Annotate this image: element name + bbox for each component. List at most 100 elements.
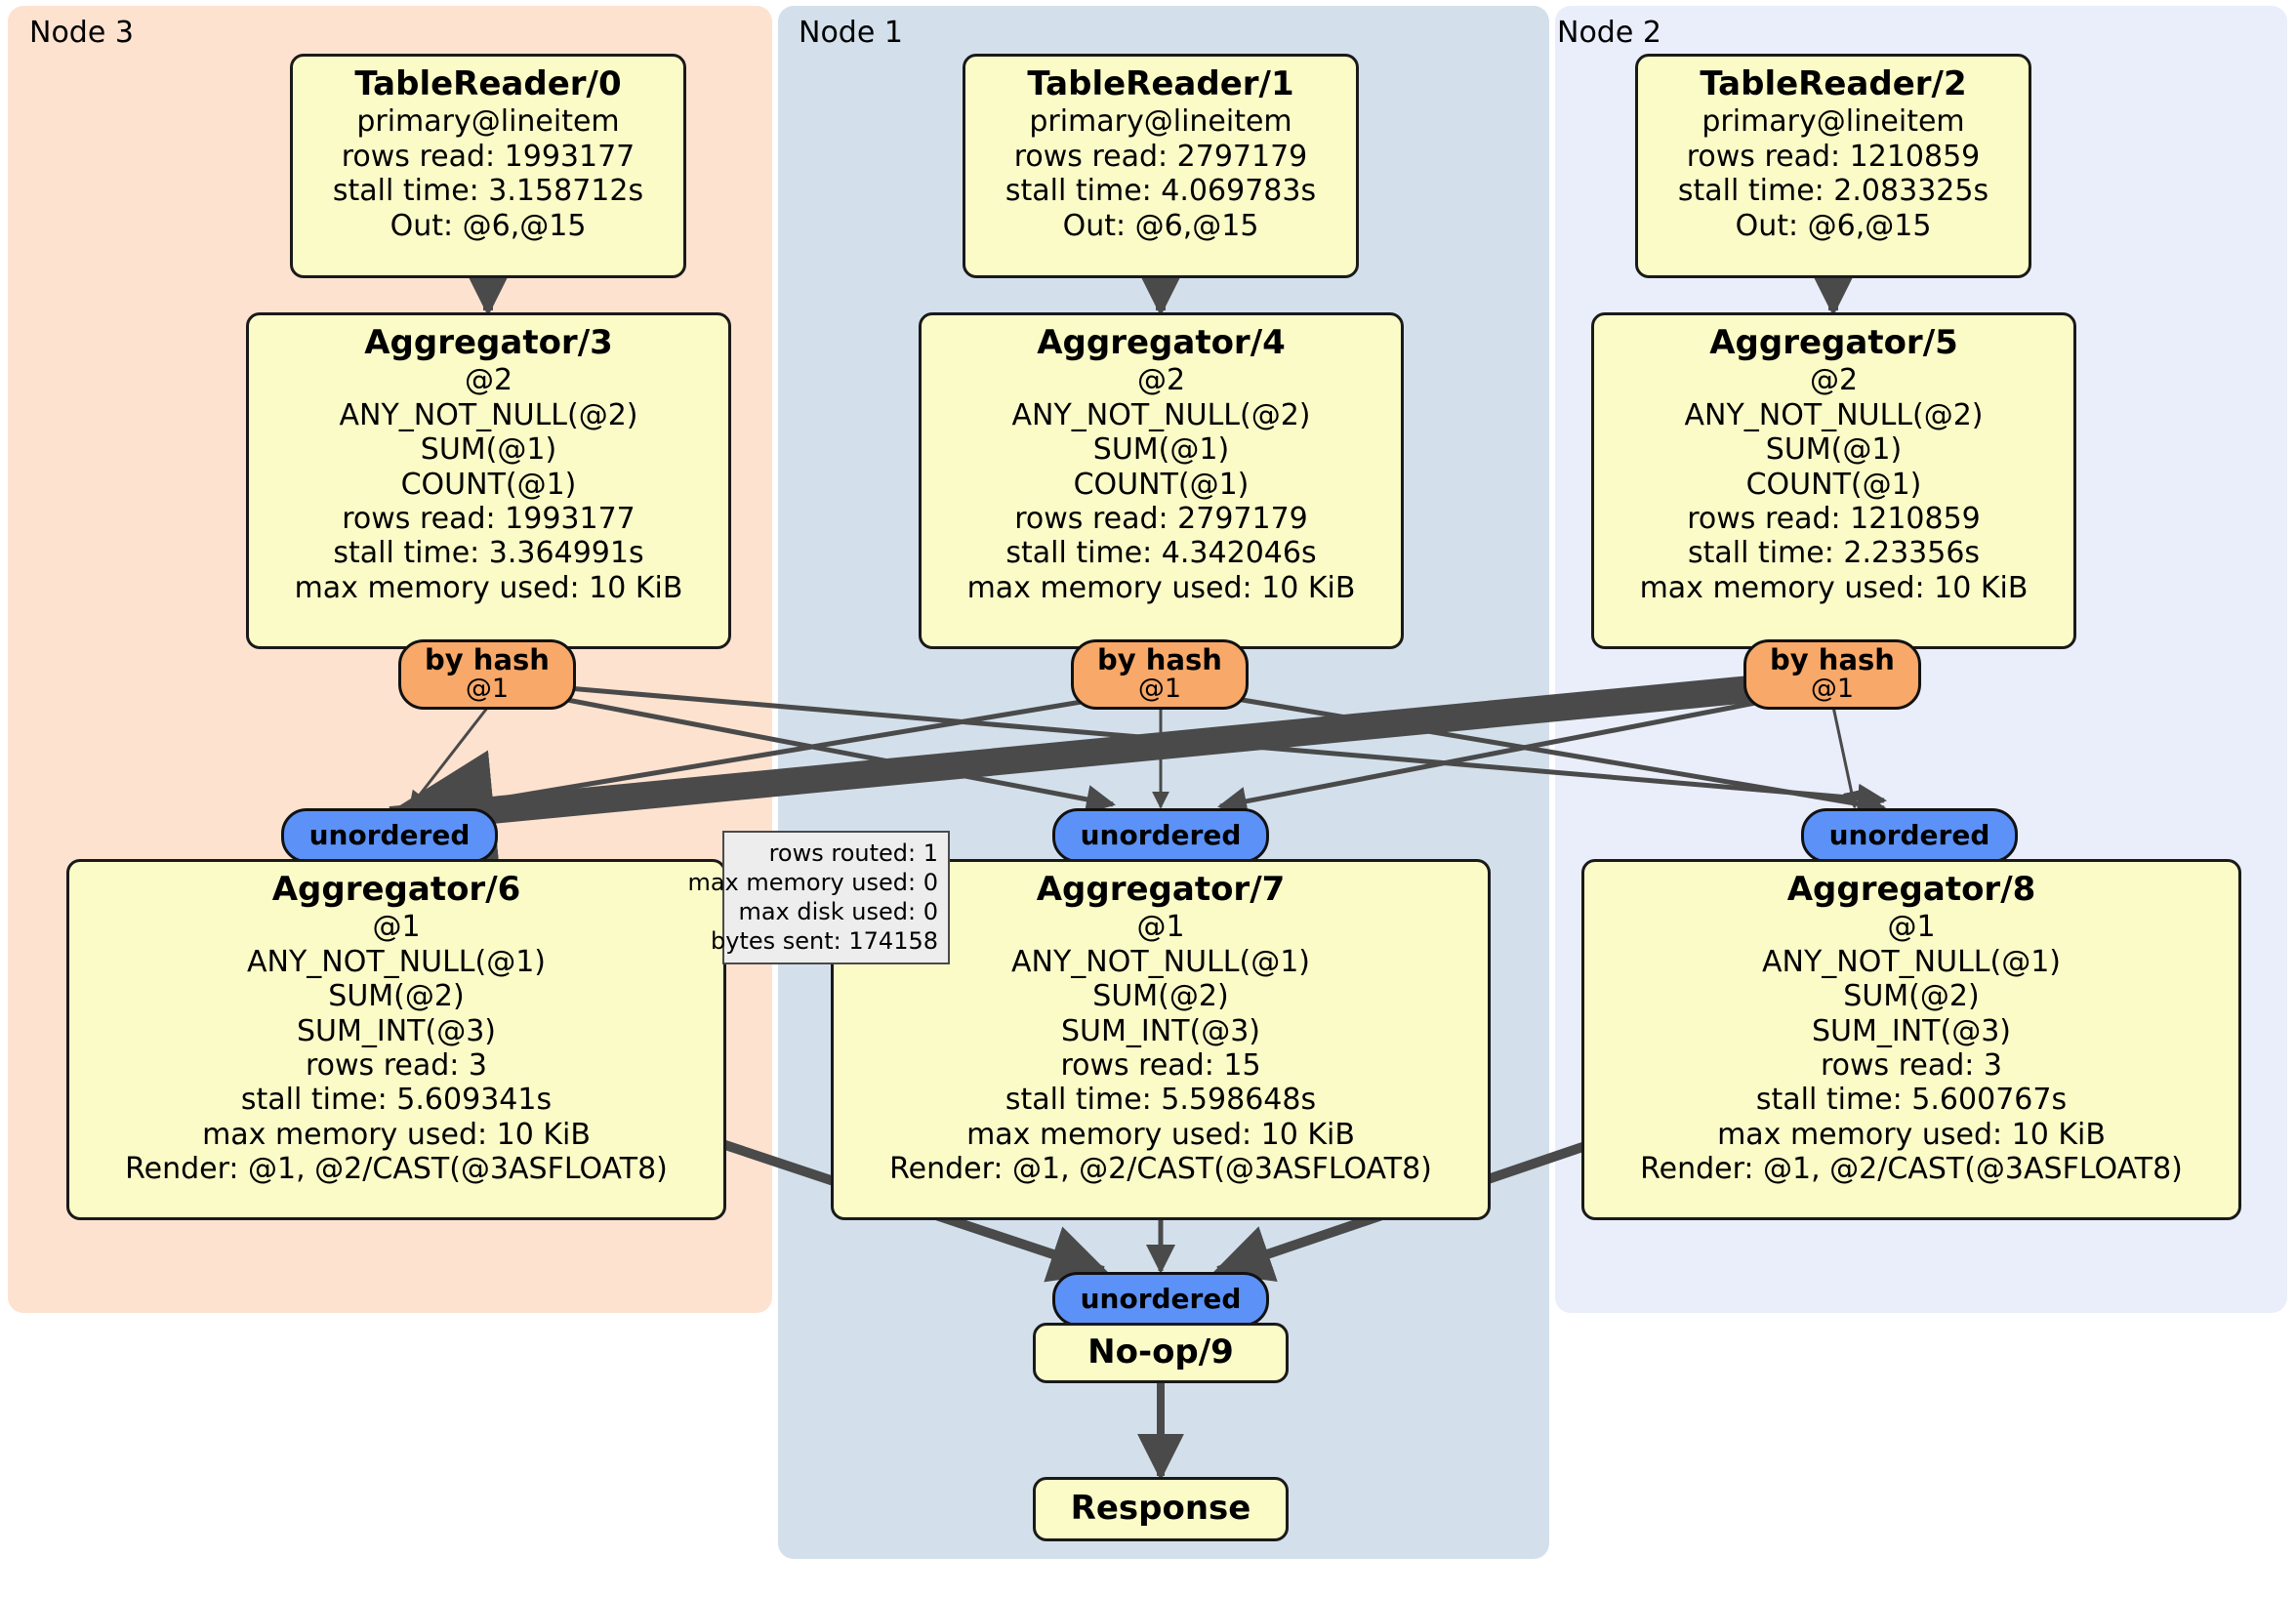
cluster-node-2-label: Node 2: [1557, 16, 1661, 50]
cluster-node-3-label: Node 3: [29, 16, 134, 50]
router-label: by hash: [1097, 643, 1222, 677]
processor-line: SUM(@2): [328, 979, 465, 1014]
processor-line: SUM_INT(@3): [1812, 1013, 2011, 1048]
processor-line: primary@lineitem: [356, 104, 620, 140]
processor-title: TableReader/0: [354, 64, 622, 103]
processor-line: SUM(@1): [420, 432, 557, 468]
processor-title: TableReader/1: [1027, 64, 1294, 103]
processor-tablereader-2[interactable]: TableReader/2 primary@lineitem rows read…: [1635, 54, 2031, 278]
processor-line: rows read: 1210859: [1687, 502, 1981, 536]
processor-aggregator-8[interactable]: Aggregator/8 @1 ANY_NOT_NULL(@1) SUM(@2)…: [1581, 859, 2241, 1220]
processor-line: max memory used: 10 KiB: [294, 570, 683, 605]
processor-line: Out: @6,@15: [1735, 208, 1932, 243]
router-by-hash-aggregator-5[interactable]: by hash @1: [1743, 639, 1921, 710]
processor-line: SUM(@2): [1092, 979, 1229, 1014]
processor-line: rows read: 15: [1060, 1048, 1261, 1083]
processor-line: stall time: 2.23356s: [1687, 536, 1981, 571]
processor-line: ANY_NOT_NULL(@2): [339, 397, 638, 432]
processor-line: stall time: 5.598648s: [1004, 1083, 1317, 1118]
processor-line: rows read: 1993177: [341, 139, 636, 174]
router-column: @1: [465, 674, 510, 705]
synchronizer-unordered-noop-9[interactable]: unordered: [1052, 1272, 1269, 1327]
processor-line: primary@lineitem: [1029, 104, 1292, 140]
stats-line: bytes sent: 174158: [711, 927, 938, 955]
processor-line: Out: @6,@15: [1062, 208, 1259, 243]
processor-response[interactable]: Response: [1033, 1477, 1289, 1541]
processor-aggregator-6[interactable]: Aggregator/6 @1 ANY_NOT_NULL(@1) SUM(@2)…: [66, 859, 726, 1220]
processor-line: stall time: 2.083325s: [1677, 174, 1989, 209]
processor-line: ANY_NOT_NULL(@2): [1684, 397, 1984, 432]
processor-line: Out: @6,@15: [390, 208, 587, 243]
synchronizer-unordered-aggregator-6[interactable]: unordered: [281, 808, 498, 863]
processor-line: COUNT(@1): [400, 467, 577, 502]
stats-line: max disk used: 0: [738, 898, 938, 925]
processor-line: stall time: 5.609341s: [240, 1083, 553, 1118]
processor-line: @2: [1809, 363, 1859, 398]
cluster-node-1-label: Node 1: [799, 16, 903, 50]
processor-line: max memory used: 10 KiB: [1639, 570, 2029, 605]
router-label: by hash: [425, 643, 550, 677]
processor-title: Aggregator/7: [1036, 870, 1286, 909]
synchronizer-label: unordered: [308, 819, 471, 851]
processor-noop-9[interactable]: No-op/9: [1033, 1323, 1289, 1383]
processor-title: Response: [1070, 1489, 1251, 1529]
router-column: @1: [1810, 674, 1855, 705]
processor-title: TableReader/2: [1700, 64, 1967, 103]
processor-line: stall time: 5.600767s: [1755, 1083, 2068, 1118]
processor-line: SUM(@1): [1765, 432, 1903, 468]
processor-line: ANY_NOT_NULL(@1): [1011, 944, 1310, 979]
processor-line: @1: [1887, 910, 1936, 945]
processor-aggregator-5[interactable]: Aggregator/5 @2 ANY_NOT_NULL(@2) SUM(@1)…: [1591, 312, 2076, 649]
synchronizer-label: unordered: [1828, 819, 1990, 851]
processor-line: COUNT(@1): [1073, 467, 1250, 502]
processor-line: max memory used: 10 KiB: [202, 1117, 591, 1152]
processor-line: stall time: 3.158712s: [332, 174, 644, 209]
stats-line: max memory used: 0: [687, 869, 938, 896]
synchronizer-label: unordered: [1080, 819, 1242, 851]
processor-line: SUM(@1): [1092, 432, 1230, 468]
processor-line: primary@lineitem: [1702, 104, 1965, 140]
processor-title: Aggregator/6: [271, 870, 521, 909]
processor-title: Aggregator/5: [1709, 323, 1958, 362]
processor-line: ANY_NOT_NULL(@1): [1762, 944, 2061, 979]
processor-title: No-op/9: [1087, 1332, 1234, 1372]
processor-line: stall time: 3.364991s: [333, 536, 644, 571]
processor-line: rows read: 1993177: [342, 502, 636, 536]
processor-line: max memory used: 10 KiB: [966, 1117, 1355, 1152]
processor-tablereader-1[interactable]: TableReader/1 primary@lineitem rows read…: [963, 54, 1359, 278]
processor-line: ANY_NOT_NULL(@1): [247, 944, 546, 979]
processor-title: Aggregator/8: [1786, 870, 2036, 909]
processor-line: COUNT(@1): [1745, 467, 1922, 502]
processor-line: Render: @1, @2/CAST(@3ASFLOAT8): [1640, 1152, 2183, 1187]
synchronizer-label: unordered: [1080, 1283, 1242, 1315]
processor-tablereader-0[interactable]: TableReader/0 primary@lineitem rows read…: [290, 54, 686, 278]
router-by-hash-aggregator-3[interactable]: by hash @1: [398, 639, 576, 710]
processor-line: stall time: 4.069783s: [1004, 174, 1317, 209]
processor-line: SUM_INT(@3): [1061, 1013, 1260, 1048]
router-column: @1: [1137, 674, 1182, 705]
processor-line: ANY_NOT_NULL(@2): [1011, 397, 1311, 432]
processor-line: SUM_INT(@3): [297, 1013, 496, 1048]
processor-line: Render: @1, @2/CAST(@3ASFLOAT8): [889, 1152, 1432, 1187]
processor-line: Render: @1, @2/CAST(@3ASFLOAT8): [125, 1152, 668, 1187]
processor-line: @1: [1136, 910, 1185, 945]
processor-line: rows read: 2797179: [1013, 139, 1308, 174]
processor-line: max memory used: 10 KiB: [1717, 1117, 2106, 1152]
processor-aggregator-3[interactable]: Aggregator/3 @2 ANY_NOT_NULL(@2) SUM(@1)…: [246, 312, 731, 649]
processor-line: rows read: 2797179: [1014, 502, 1308, 536]
router-by-hash-aggregator-4[interactable]: by hash @1: [1071, 639, 1249, 710]
processor-line: rows read: 3: [305, 1048, 488, 1083]
processor-aggregator-4[interactable]: Aggregator/4 @2 ANY_NOT_NULL(@2) SUM(@1)…: [919, 312, 1404, 649]
processor-line: SUM(@2): [1843, 979, 1980, 1014]
processor-line: rows read: 1210859: [1686, 139, 1981, 174]
processor-line: @1: [372, 910, 421, 945]
processor-title: Aggregator/4: [1037, 323, 1286, 362]
processor-line: @2: [1136, 363, 1186, 398]
processor-line: stall time: 4.342046s: [1005, 536, 1317, 571]
router-label: by hash: [1770, 643, 1895, 677]
stream-stats-tooltip: rows routed: 1 max memory used: 0 max di…: [687, 831, 950, 964]
synchronizer-unordered-aggregator-8[interactable]: unordered: [1801, 808, 2018, 863]
synchronizer-unordered-aggregator-7[interactable]: unordered: [1052, 808, 1269, 863]
processor-line: @2: [464, 363, 513, 398]
